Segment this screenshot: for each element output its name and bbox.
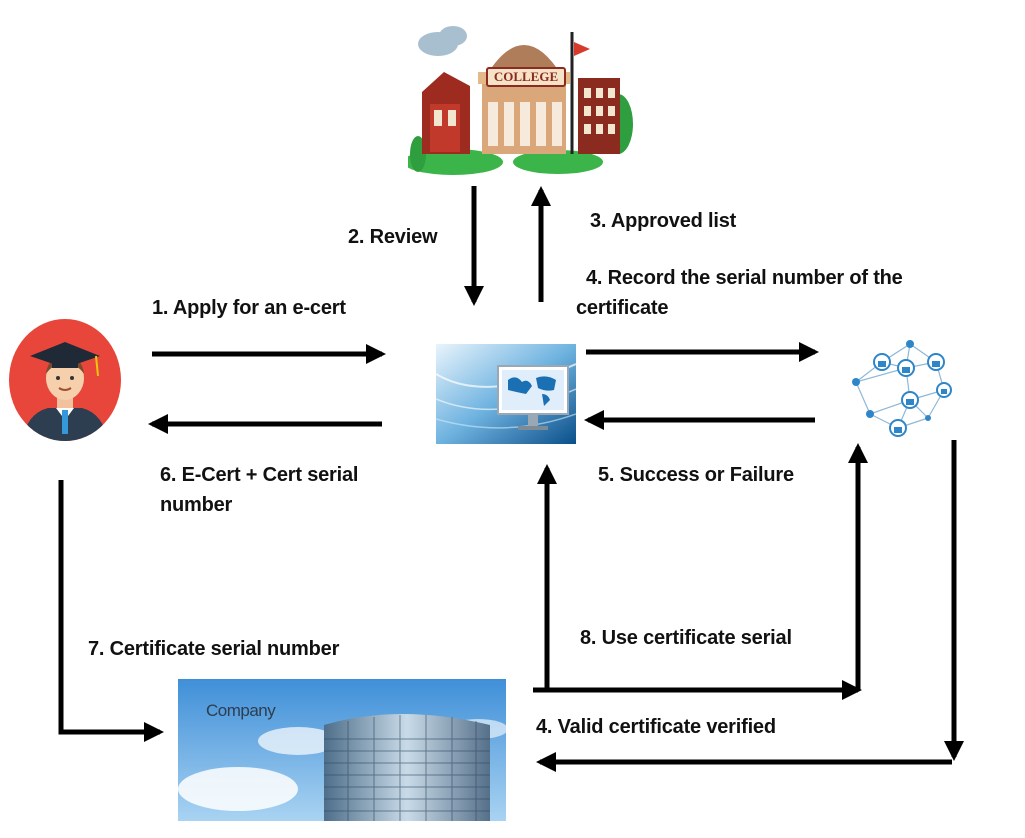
- label-cert-serial-number: 7. Certificate serial number: [88, 638, 340, 660]
- student-node: [8, 318, 122, 442]
- label-review: 2. Review: [348, 226, 438, 248]
- college-building-icon: [403, 26, 633, 175]
- label-record-serial-line1: 4. Record the serial number of the: [586, 267, 903, 289]
- label-approved-list: 3. Approved list: [590, 210, 737, 232]
- label-ecert-serial-line2: number: [160, 494, 233, 516]
- graduate-student-icon: [9, 319, 121, 441]
- blockchain-network-icon: [852, 340, 952, 437]
- label-record-serial-line2: certificate: [576, 297, 669, 319]
- label-ecert-serial: 6. E-Cert + Cert serial number: [160, 460, 358, 520]
- company-node: Company: [178, 679, 508, 821]
- company-sign: Company: [206, 701, 276, 720]
- label-apply: 1. Apply for an e-cert: [152, 297, 346, 319]
- company-building-icon: [178, 679, 508, 821]
- server-node: [435, 344, 577, 444]
- college-sign: COLLEGE: [486, 67, 566, 87]
- arrow-serial-to-company: [58, 480, 164, 742]
- label-success-failure: 5. Success or Failure: [598, 464, 794, 486]
- computer-server-icon: [435, 344, 577, 444]
- label-use-cert-serial: 8. Use certificate serial: [580, 627, 792, 649]
- college-node: COLLEGE: [403, 14, 640, 176]
- label-ecert-serial-line1: 6. E-Cert + Cert serial: [160, 464, 359, 486]
- label-valid-verified: 4. Valid certificate verified: [536, 716, 776, 738]
- blockchain-node: [842, 322, 956, 442]
- label-record-serial: 4. Record the serial number of the certi…: [576, 263, 903, 323]
